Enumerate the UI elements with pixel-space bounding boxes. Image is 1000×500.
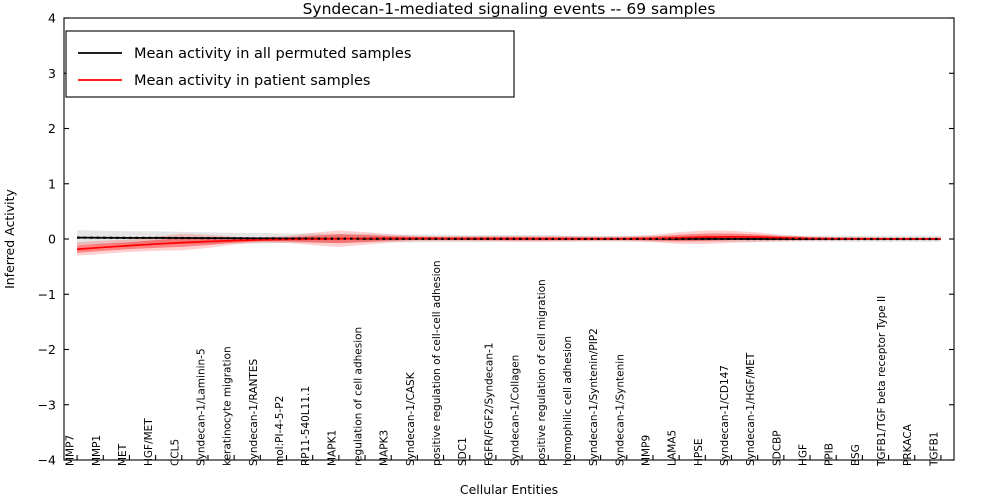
- y-tick-label: 0: [48, 232, 56, 247]
- x-tick-label: SDC1: [457, 437, 469, 466]
- x-tick-label: Syndecan-1/HGF/MET: [745, 352, 757, 466]
- x-tick-label: mol:PI-4-5-P2: [274, 396, 286, 466]
- x-tick-label: Syndecan-1/CD147: [719, 365, 731, 466]
- x-tick-label: TGFB1/TGF beta receptor Type II: [876, 296, 888, 467]
- x-tick-label: Syndecan-1/Collagen: [510, 355, 522, 466]
- y-tick-label: −4: [38, 453, 56, 468]
- y-tick-label: −1: [38, 287, 56, 302]
- x-tick-label: Syndecan-1/CASK: [405, 371, 417, 466]
- x-tick-label: MMP7: [65, 435, 77, 466]
- x-tick-label: Syndecan-1/Syntenin: [614, 354, 626, 466]
- x-tick-label: PPIB: [824, 443, 836, 466]
- x-tick-label: HGF/MET: [143, 418, 155, 466]
- x-tick-label: HGF: [798, 444, 810, 466]
- y-axis-label: Inferred Activity: [2, 188, 17, 288]
- x-tick-label: BSG: [850, 444, 862, 466]
- x-tick-label: MAPK3: [379, 430, 391, 466]
- x-tick-label: positive regulation of cell-cell adhesio…: [431, 260, 443, 466]
- x-tick-label: MET: [117, 443, 129, 466]
- patient-mean-line: [77, 235, 941, 251]
- y-tick-label: 2: [48, 121, 56, 136]
- legend-label-permuted: Mean activity in all permuted samples: [134, 46, 411, 62]
- x-tick-label: keratinocyte migration: [222, 346, 234, 466]
- x-tick-label: CCL5: [169, 439, 181, 466]
- x-tick-label: homophilic cell adhesion: [562, 336, 574, 466]
- y-tick-label: −2: [38, 342, 56, 357]
- y-tick-label: 3: [48, 66, 56, 81]
- permuted-confidence-band: [77, 230, 941, 246]
- x-tick-label: Syndecan-1/Syntenin/PIP2: [588, 328, 600, 466]
- x-axis-tick-labels: MMP7 MMP1 MET HGF/MET CCL5 Syndecan-1/Laminin…: [65, 260, 941, 467]
- chart-title: Syndecan-1-mediated signaling events -- …: [303, 0, 716, 18]
- x-tick-label: HPSE: [693, 438, 705, 466]
- x-tick-label: regulation of cell adhesion: [353, 327, 365, 466]
- x-tick-label: SDCBP: [771, 430, 783, 466]
- x-tick-label: PRKACA: [902, 423, 914, 466]
- legend: Mean activity in all permuted samples Me…: [65, 30, 515, 98]
- permuted-marker-dots: [77, 236, 941, 241]
- y-tick-label: 1: [48, 176, 56, 191]
- x-axis-label: Cellular Entities: [460, 482, 558, 497]
- legend-box: [65, 30, 515, 98]
- x-tick-label: TGFB1: [928, 432, 940, 467]
- x-axis-ticks: [76, 455, 942, 460]
- x-tick-label: LAMA5: [667, 430, 679, 466]
- legend-label-patient: Mean activity in patient samples: [134, 73, 370, 89]
- x-tick-label: MAPK1: [326, 430, 338, 466]
- x-tick-label: MMP9: [640, 435, 652, 466]
- x-tick-label: Syndecan-1/RANTES: [248, 359, 260, 466]
- x-tick-label: RP11-540L11.1: [300, 386, 312, 466]
- y-tick-label: 4: [48, 11, 56, 26]
- y-tick-label: −3: [38, 397, 56, 412]
- x-tick-label: MMP1: [91, 435, 103, 466]
- x-tick-label: positive regulation of cell migration: [536, 279, 548, 466]
- x-tick-label: Syndecan-1/Laminin-5: [195, 348, 207, 466]
- x-tick-label: FGFR/FGF2/Syndecan-1: [483, 343, 495, 466]
